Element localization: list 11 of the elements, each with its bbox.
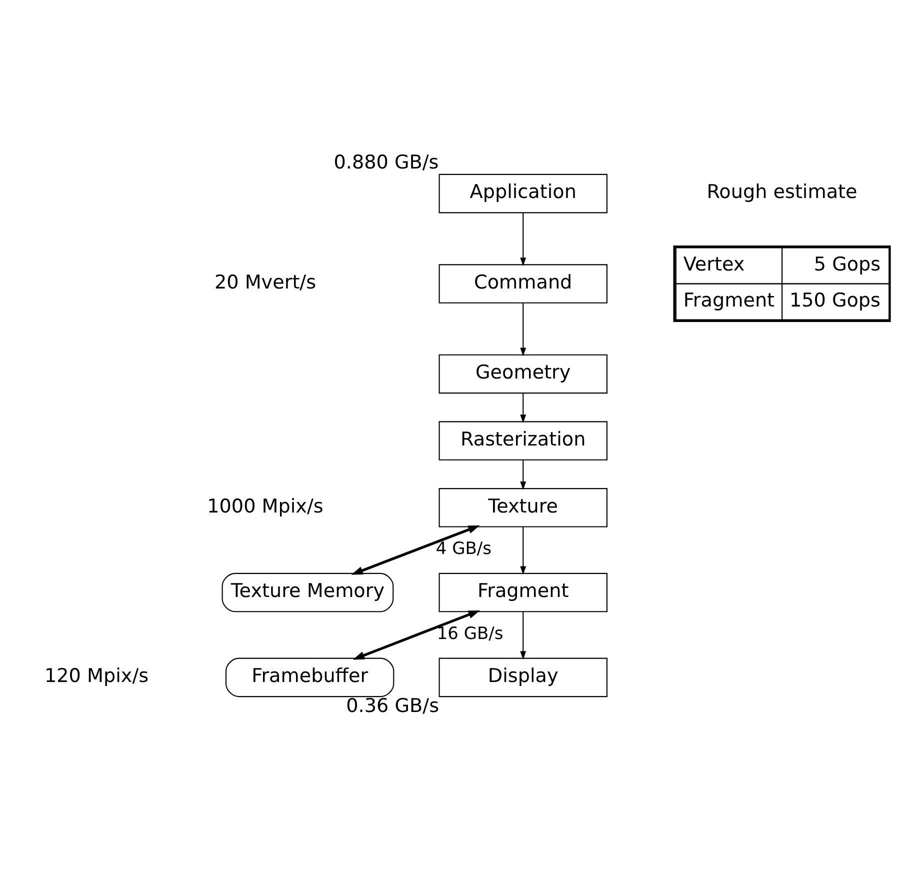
label: Rough estimate xyxy=(706,180,858,203)
node-label: 0.880 GB/s xyxy=(334,150,439,174)
edge-label: 4 GB/s xyxy=(436,538,492,559)
label: 5 Gops xyxy=(814,252,881,275)
edge-label: 16 GB/s xyxy=(436,624,504,644)
label: 150 Gops xyxy=(789,288,881,311)
label: 20 Mvert/s xyxy=(214,270,316,293)
label: 120 Mpix/s xyxy=(44,664,149,687)
label: Fragment xyxy=(683,288,775,311)
label: Vertex xyxy=(683,252,745,275)
label: 1000 Mpix/s xyxy=(207,494,324,517)
